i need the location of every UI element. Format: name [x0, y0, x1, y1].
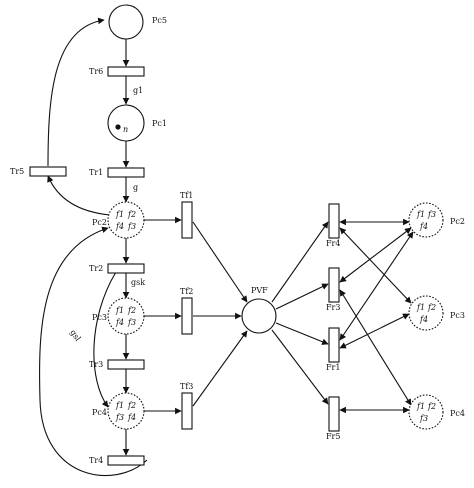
transition-fr5 [328, 396, 340, 432]
transitions [29, 66, 340, 466]
token-pc3r-f4: f4 [419, 315, 428, 324]
transition-tr2 [107, 263, 145, 274]
arc-fr1-pc3r [339, 313, 410, 349]
place-pc5 [108, 4, 144, 40]
place-pc3 [107, 297, 145, 335]
token-pc2-f4: f4 [115, 222, 124, 231]
token-pc2-f2: f2 [127, 210, 136, 219]
label-tf1: Tf1 [180, 191, 193, 200]
place-pc4 [107, 392, 145, 430]
transition-tr5 [29, 166, 67, 177]
transition-fr4 [328, 203, 340, 239]
token-pc2-f1: f1 [115, 210, 124, 219]
transition-fr1 [328, 327, 340, 363]
token-pc1-n: n [123, 125, 128, 134]
arc-tr5-pc5 [47, 17, 105, 167]
label-tr1: Tr1 [89, 168, 103, 177]
label-tf2: Tf2 [180, 287, 193, 296]
arc-fr1-pc2r [339, 231, 414, 341]
transition-tr6 [107, 66, 145, 77]
transition-tf1 [181, 201, 193, 239]
transition-fr3 [328, 267, 340, 303]
place-pc1 [107, 104, 145, 142]
token-pc4-f4: f4 [127, 413, 136, 422]
label-pc3: Pc3 [92, 313, 107, 322]
label-arc-gsl: gsl [68, 328, 82, 343]
arc-pvf-fr4 [271, 221, 329, 303]
arc-fr3-pc4r [339, 289, 412, 406]
arcs [39, 17, 414, 477]
tokens: n f1 f2 f4 f3 f1 f2 f4 f3 f1 f2 f3 f4 f1… [115, 125, 436, 423]
token-pc4r-f3: f3 [419, 414, 428, 423]
arc-fr3-pc2r [339, 227, 412, 283]
place-pc2-right [408, 202, 444, 238]
label-fr5: Fr5 [326, 432, 340, 441]
transition-labels: Tr6 Tr1 Tr2 Tr3 Tr4 Tr5 Tf1 Tf2 Tf3 Fr4 … [10, 67, 340, 465]
token-pc4-f2: f2 [127, 401, 136, 410]
token-pc3r-f1: f1 [416, 303, 425, 312]
place-pvf [241, 298, 277, 334]
label-pc4: Pc4 [92, 408, 107, 417]
arc-tr4-pc2 [39, 226, 148, 477]
token-pc2-f3: f3 [127, 222, 136, 231]
token-pc4-f3: f3 [115, 413, 124, 422]
label-arc-gsk: gsk [131, 278, 145, 287]
arc-fr4-pc3r [339, 227, 412, 304]
token-pc3-f2: f2 [127, 306, 136, 315]
label-pvf: PVF [251, 286, 268, 295]
token-pc3-f4: f4 [115, 318, 124, 327]
token-pc2r-f4: f4 [419, 222, 428, 231]
arc-tf3-pvf [192, 330, 248, 407]
token-pc3-f3: f3 [127, 318, 136, 327]
label-tr4: Tr4 [89, 456, 103, 465]
arc-tf1-pvf [192, 221, 248, 303]
token-pc4r-f1: f1 [416, 402, 425, 411]
token-dot [115, 124, 121, 130]
label-tr3: Tr3 [89, 360, 103, 369]
label-tr2: Tr2 [89, 264, 103, 273]
arc-pvf-fr3 [275, 283, 329, 310]
label-arc-g: g [133, 183, 138, 192]
arc-pvf-fr5 [271, 329, 329, 405]
label-tf3: Tf3 [180, 382, 193, 391]
label-arc-g1: g1 [133, 86, 143, 95]
label-pc2: Pc2 [92, 218, 107, 227]
token-pc4r-f2: f2 [427, 402, 436, 411]
label-pc1: Pc1 [152, 119, 167, 128]
label-pc4-right: Pc4 [450, 409, 465, 418]
transition-tr3 [107, 359, 145, 370]
label-tr5: Tr5 [10, 167, 24, 176]
place-pc4-right [408, 394, 444, 430]
transition-tf3 [181, 392, 193, 430]
arc-pc2-tr5 [47, 175, 111, 216]
token-pc4-f1: f1 [115, 401, 124, 410]
label-pc3-right: Pc3 [450, 311, 465, 320]
token-pc3r-f2: f2 [427, 303, 436, 312]
places [107, 4, 444, 430]
label-fr1: Fr1 [326, 363, 340, 372]
transition-tf2 [181, 297, 193, 335]
label-pc5: Pc5 [152, 16, 167, 25]
place-labels: Pc5 Pc1 Pc2 Pc3 Pc4 PVF Pc2 Pc3 Pc4 [92, 16, 465, 418]
arc-tr2-pc4-gsk [93, 271, 117, 408]
token-pc2r-f3: f3 [427, 210, 436, 219]
place-pc3-right [408, 295, 444, 331]
label-fr4: Fr4 [326, 239, 340, 248]
place-pc2 [107, 201, 145, 239]
transition-tr1 [107, 167, 145, 178]
arc-pvf-fr1 [275, 322, 329, 345]
label-fr3: Fr3 [326, 303, 340, 312]
token-pc2r-f1: f1 [416, 210, 425, 219]
transition-tr4 [107, 455, 145, 466]
token-pc3-f1: f1 [115, 306, 124, 315]
label-pc2-right: Pc2 [450, 217, 465, 226]
label-tr6: Tr6 [89, 67, 103, 76]
